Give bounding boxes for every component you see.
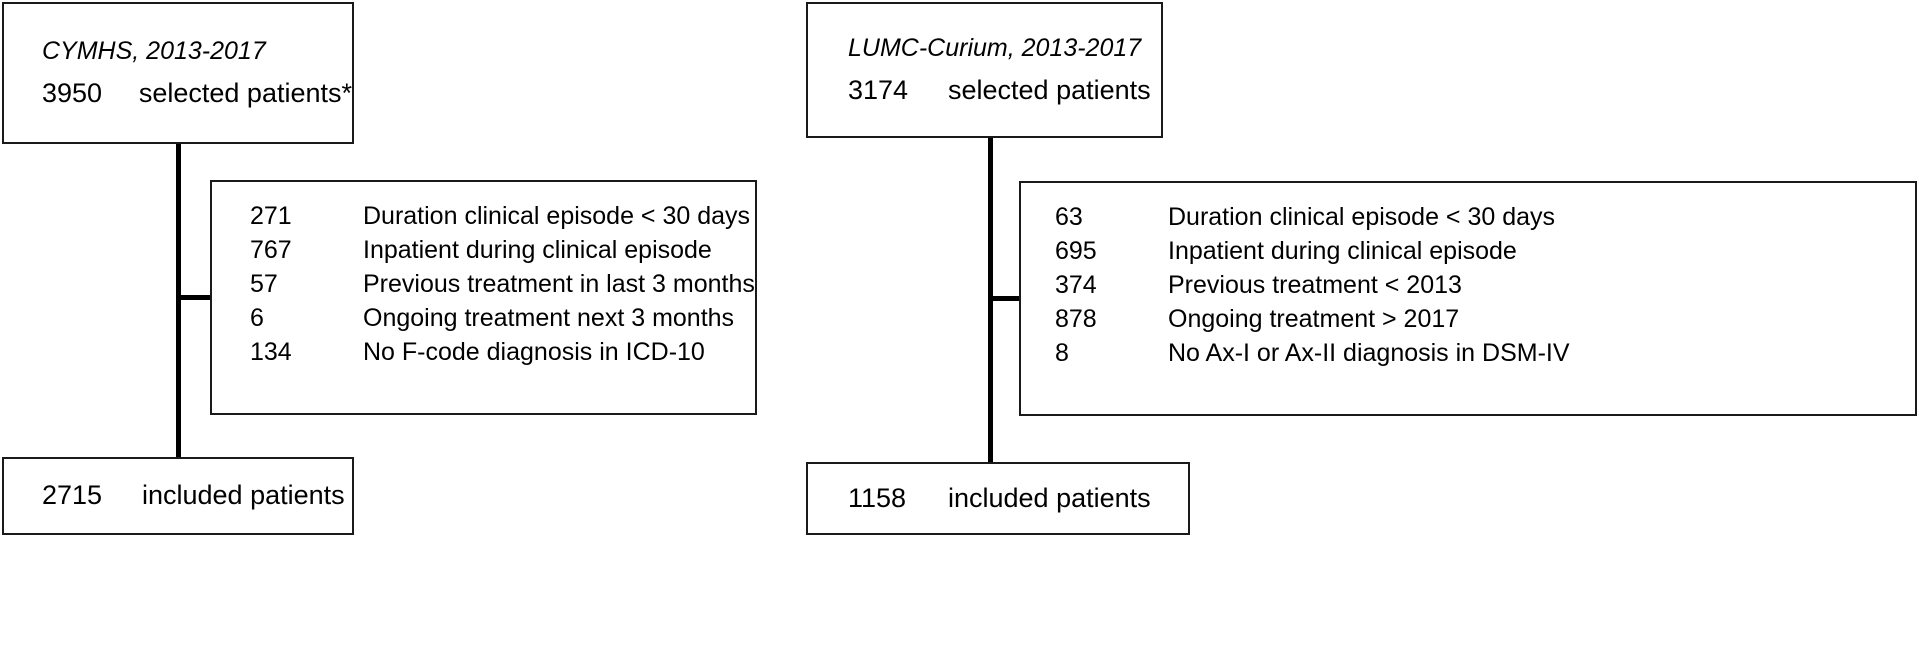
exclusion-row: 767 Inpatient during clinical episode bbox=[250, 238, 755, 272]
connector-trunk-cymhs bbox=[176, 143, 181, 459]
included-box-cymhs: 2715 included patients bbox=[2, 457, 354, 535]
exclusion-row: 878 Ongoing treatment > 2017 bbox=[1055, 307, 1915, 341]
source-title-lumc: LUMC-Curium, 2013-2017 bbox=[848, 34, 1142, 63]
included-count-cymhs: 2715 bbox=[42, 480, 103, 511]
exclusion-row: 63 Duration clinical episode < 30 days bbox=[1055, 205, 1915, 239]
exclusion-reason: Duration clinical episode < 30 days bbox=[363, 202, 751, 230]
exclusion-reason: Inpatient during clinical episode bbox=[1168, 237, 1517, 265]
exclusion-row: 695 Inpatient during clinical episode bbox=[1055, 239, 1915, 273]
exclusion-reason: Ongoing treatment next 3 months bbox=[363, 304, 735, 332]
source-box-lumc: LUMC-Curium, 2013-2017 3174 selected pat… bbox=[806, 2, 1163, 138]
exclusion-row: 374 Previous treatment < 2013 bbox=[1055, 273, 1915, 307]
included-row-cymhs: 2715 included patients bbox=[42, 480, 345, 511]
exclusion-reason: Duration clinical episode < 30 days bbox=[1168, 203, 1556, 231]
exclusion-count: 63 bbox=[1055, 203, 1083, 231]
included-box-lumc: 1158 included patients bbox=[806, 462, 1190, 535]
exclusion-count: 695 bbox=[1055, 237, 1097, 265]
exclusion-reason: Previous treatment in last 3 months bbox=[363, 270, 755, 298]
exclusion-row: 8 No Ax-I or Ax-II diagnosis in DSM-IV bbox=[1055, 341, 1915, 375]
source-label-lumc: selected patients bbox=[948, 74, 1151, 105]
source-title-cymhs: CYMHS, 2013-2017 bbox=[42, 37, 266, 66]
exclusion-reason: No Ax-I or Ax-II diagnosis in DSM-IV bbox=[1168, 339, 1570, 367]
exclusion-row: 271 Duration clinical episode < 30 days bbox=[250, 204, 755, 238]
exclusion-count: 767 bbox=[250, 236, 292, 264]
exclusion-count: 6 bbox=[250, 304, 264, 332]
exclusion-reason: Inpatient during clinical episode bbox=[363, 236, 712, 264]
exclusion-box-lumc: 63 Duration clinical episode < 30 days 6… bbox=[1019, 181, 1917, 416]
included-label-lumc: included patients bbox=[948, 482, 1151, 513]
exclusion-row: 57 Previous treatment in last 3 months bbox=[250, 272, 755, 306]
exclusion-reason: No F-code diagnosis in ICD-10 bbox=[363, 338, 705, 366]
exclusion-box-cymhs: 271 Duration clinical episode < 30 days … bbox=[210, 180, 757, 415]
exclusion-row: 134 No F-code diagnosis in ICD-10 bbox=[250, 340, 755, 374]
included-row-lumc: 1158 included patients bbox=[848, 483, 1151, 514]
exclusion-reason: Ongoing treatment > 2017 bbox=[1168, 305, 1460, 333]
connector-branch-lumc bbox=[988, 296, 1021, 301]
source-count-cymhs: 3950 bbox=[42, 77, 103, 108]
exclusion-count: 271 bbox=[250, 202, 292, 230]
included-label-cymhs: included patients bbox=[142, 480, 345, 511]
exclusion-count: 57 bbox=[250, 270, 278, 298]
exclusion-count: 374 bbox=[1055, 271, 1097, 299]
connector-branch-cymhs bbox=[176, 295, 211, 300]
exclusion-row: 6 Ongoing treatment next 3 months bbox=[250, 306, 755, 340]
exclusion-count: 8 bbox=[1055, 339, 1069, 367]
included-count-lumc: 1158 bbox=[848, 482, 907, 513]
source-label-cymhs: selected patients* bbox=[138, 77, 352, 108]
source-box-cymhs: CYMHS, 2013-2017 3950 selected patients* bbox=[2, 2, 354, 144]
source-count-row-lumc: 3174 selected patients bbox=[848, 75, 1161, 106]
exclusion-count: 134 bbox=[250, 338, 292, 366]
exclusion-count: 878 bbox=[1055, 305, 1097, 333]
source-count-lumc: 3174 bbox=[848, 74, 909, 105]
exclusion-reason: Previous treatment < 2013 bbox=[1168, 271, 1462, 299]
source-count-row-cymhs: 3950 selected patients* bbox=[42, 78, 352, 109]
